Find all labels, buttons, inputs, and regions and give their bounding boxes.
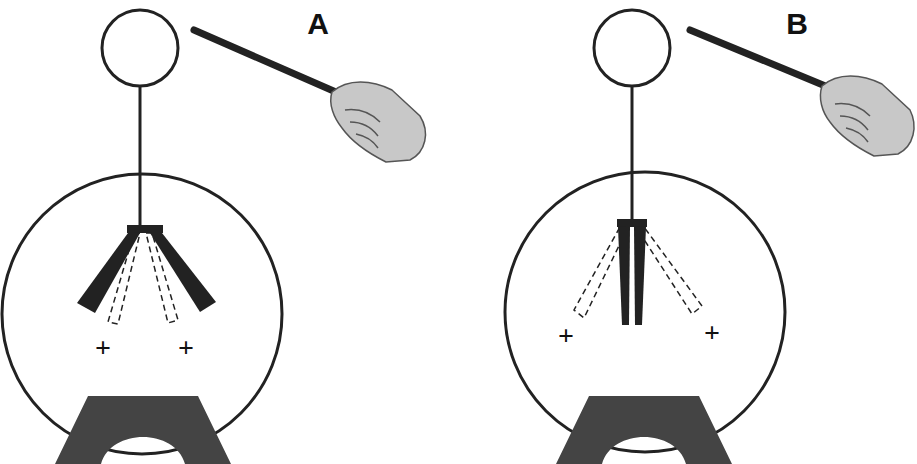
charge-sign: + <box>178 334 194 362</box>
electroscope-b <box>505 10 914 464</box>
metal-stem <box>139 86 142 228</box>
charged-rod <box>194 30 345 96</box>
finger-lines <box>835 104 870 142</box>
dashed-leaf <box>636 227 702 314</box>
stand <box>556 396 732 464</box>
leaf-holder <box>127 225 163 233</box>
electroscope-a <box>2 10 425 464</box>
panel-letter: A <box>307 9 329 39</box>
finger-lines <box>345 110 380 148</box>
gold-leaf <box>77 233 140 313</box>
charged-rod <box>690 30 835 90</box>
metal-stem <box>631 86 634 222</box>
hand <box>331 82 426 162</box>
gold-leaf <box>634 227 646 325</box>
metal-knob <box>594 10 670 86</box>
gold-leaf <box>618 227 630 325</box>
panel-letter: B <box>786 9 808 39</box>
charge-sign: + <box>704 319 720 347</box>
metal-knob <box>102 10 178 86</box>
charge-sign: + <box>558 322 574 350</box>
stand <box>55 396 231 464</box>
charge-sign: + <box>95 334 111 362</box>
leaf-holder <box>617 219 647 227</box>
gold-leaf <box>150 233 216 312</box>
hand <box>820 76 914 156</box>
